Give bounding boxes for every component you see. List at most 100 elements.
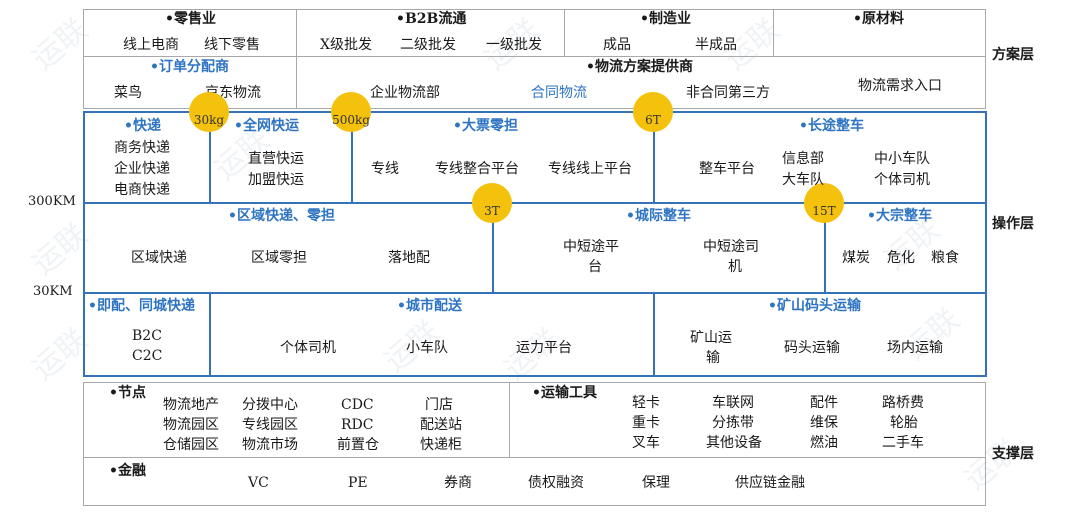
finance-item: 保理 <box>642 475 670 491</box>
divider <box>209 292 211 377</box>
tools-cell: 配件 <box>810 395 838 411</box>
km-30-label: 30KM <box>33 284 73 299</box>
long-haul-item: 中小车队 <box>874 151 930 167</box>
bulk-item: 专线线上平台 <box>548 161 632 177</box>
divider <box>209 111 211 203</box>
solution-item: 合同物流 <box>531 85 587 101</box>
support-box <box>83 382 986 506</box>
manufacturing-item: 成品 <box>603 37 631 53</box>
order-dist-item: 菜鸟 <box>114 85 142 101</box>
operation-layer-label: 操作层 <box>992 216 1034 232</box>
network-title: •全网快运 <box>234 118 299 134</box>
nodes-cell: 分拨中心 <box>242 397 298 413</box>
instant-item: C2C <box>132 348 163 364</box>
manufacturing-item: 半成品 <box>695 37 737 53</box>
intercity-item: 中短途平 <box>563 239 619 255</box>
nodes-cell: 快递柜 <box>420 437 462 453</box>
long-haul-item: 信息部 <box>782 151 824 167</box>
scheme-box <box>83 9 986 109</box>
divider <box>351 111 353 203</box>
nodes-cell: 门店 <box>425 397 453 413</box>
tools-cell: 分拣带 <box>712 415 754 431</box>
weight-badge: 30kg <box>189 92 229 132</box>
manufacturing-title: •制造业 <box>640 11 691 27</box>
bulk-title: •大票零担 <box>453 118 518 134</box>
nodes-cell: CDC <box>341 397 374 413</box>
regional-item: 落地配 <box>388 250 430 266</box>
divider <box>83 202 987 204</box>
retail-title: •零售业 <box>165 11 216 27</box>
finance-item: 供应链金融 <box>735 475 805 491</box>
mine-item: 场内运输 <box>887 340 943 356</box>
commodity-item: 粮食 <box>931 250 959 266</box>
solution-item: 企业物流部 <box>370 85 440 101</box>
express-item: 企业快递 <box>114 161 170 177</box>
regional-item: 区域零担 <box>251 250 307 266</box>
long-haul-item: 整车平台 <box>699 161 755 177</box>
tools-cell: 轮胎 <box>890 415 918 431</box>
tools-cell: 叉车 <box>632 435 660 451</box>
tools-cell: 维保 <box>810 415 838 431</box>
divider <box>83 457 986 458</box>
tools-cell: 路桥费 <box>882 395 924 411</box>
regional-item: 区域快递 <box>131 250 187 266</box>
operation-box <box>83 111 987 377</box>
finance-item: 券商 <box>444 475 472 491</box>
tools-title: •运输工具 <box>532 385 597 401</box>
nodes-cell: 物流园区 <box>163 417 219 433</box>
divider <box>653 111 655 203</box>
finance-item: VC <box>248 475 269 491</box>
retail-item: 线上电商 <box>123 37 179 53</box>
raw-title: •原材料 <box>853 11 904 27</box>
weight-badge: 500kg <box>331 92 371 132</box>
city-item: 小车队 <box>406 340 448 356</box>
finance-item: PE <box>348 475 368 491</box>
intercity-item: 机 <box>728 259 742 275</box>
retail-item: 线下零售 <box>204 37 260 53</box>
express-title: •快递 <box>124 118 161 134</box>
solution-title: •物流方案提供商 <box>586 59 693 75</box>
city-title: •城市配送 <box>397 298 462 314</box>
long-haul-item: 个体司机 <box>874 172 930 188</box>
solution-item: 非合同第三方 <box>686 85 770 101</box>
weight-badge: 3T <box>472 183 512 223</box>
divider <box>296 9 297 109</box>
intercity-title: •城际整车 <box>626 208 691 224</box>
finance-item: 债权融资 <box>528 475 584 491</box>
mine-item: 输 <box>706 350 720 366</box>
tools-cell: 轻卡 <box>632 395 660 411</box>
commodity-item: 煤炭 <box>842 250 870 266</box>
b2b-item: 二级批发 <box>400 37 456 53</box>
network-item: 直营快运 <box>248 151 304 167</box>
mine-title: •矿山码头运输 <box>768 298 861 314</box>
network-item: 加盟快运 <box>248 172 304 188</box>
solution-item: 物流需求入口 <box>858 78 942 94</box>
tools-cell: 车联网 <box>712 395 754 411</box>
nodes-cell: 配送站 <box>420 417 462 433</box>
intercity-item: 中短途司 <box>703 239 759 255</box>
instant-title: •即配、同城快递 <box>88 298 195 314</box>
tools-cell: 其他设备 <box>706 435 762 451</box>
divider <box>509 382 510 458</box>
nodes-title: •节点 <box>109 385 146 401</box>
mine-item: 码头运输 <box>784 340 840 356</box>
bulk-item: 专线 <box>371 161 399 177</box>
regional-title: •区域快递、零担 <box>228 208 335 224</box>
commodity-title: •大宗整车 <box>867 208 932 224</box>
weight-badge: 15T <box>804 183 844 223</box>
support-layer-label: 支撑层 <box>992 446 1034 462</box>
bulk-item: 专线整合平台 <box>435 161 519 177</box>
b2b-item: X级批发 <box>320 37 372 53</box>
divider <box>83 292 987 294</box>
tools-cell: 二手车 <box>882 435 924 451</box>
divider <box>773 9 774 56</box>
divider <box>83 56 986 57</box>
finance-title: •金融 <box>109 463 146 479</box>
divider <box>564 9 565 56</box>
b2b-item: 一级批发 <box>486 37 542 53</box>
nodes-cell: 专线园区 <box>242 417 298 433</box>
tools-cell: 重卡 <box>632 415 660 431</box>
mine-item: 矿山运 <box>690 330 732 346</box>
commodity-item: 危化 <box>887 250 915 266</box>
km-300-label: 300KM <box>28 194 76 209</box>
